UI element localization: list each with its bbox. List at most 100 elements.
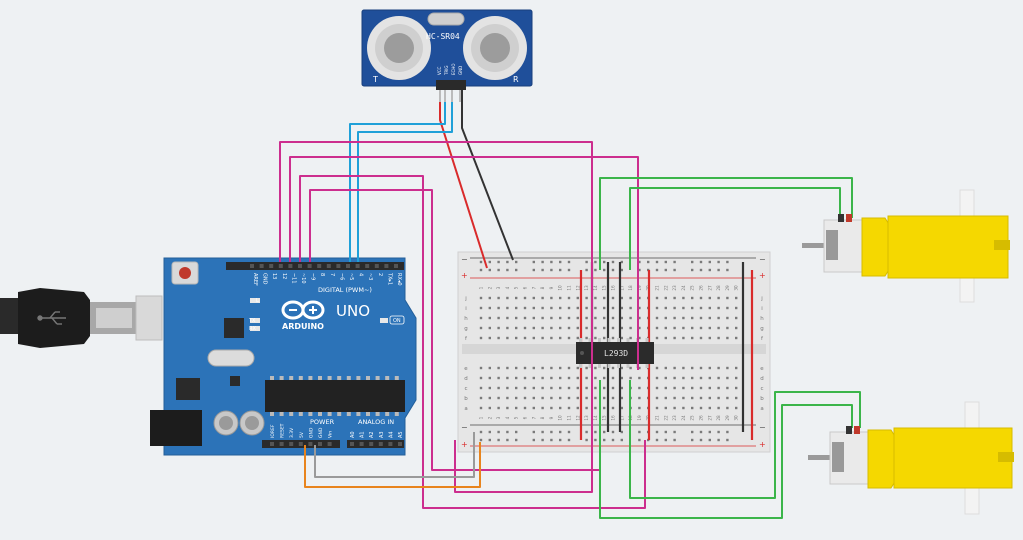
power-pin-label: RESET (280, 423, 286, 438)
wire-magenta-1 (279, 141, 593, 493)
row-letter-right: c (760, 386, 763, 392)
column-number: 25 (690, 285, 695, 291)
wire-green-4 (629, 380, 861, 499)
analog-pin-label: A5 (398, 431, 404, 438)
digital-header[interactable] (226, 262, 404, 270)
column-number: 7 (531, 416, 536, 419)
column-number: 27 (707, 415, 712, 421)
rail-minus-bottom-right: − (759, 423, 766, 432)
small-ic (224, 318, 244, 338)
row-letter-right: a (760, 406, 763, 412)
arduino-uno-board[interactable]: ARDUINO UNO DIGITAL (PWM~) POWER ANALOG … (150, 257, 417, 456)
column-number: 5 (514, 286, 519, 289)
transducer-left (367, 16, 431, 80)
rail-plus-bottom-right: + (759, 440, 766, 449)
wire-green-2 (629, 187, 841, 270)
column-number: 17 (619, 285, 624, 291)
digital-header-label: DIGITAL (PWM~) (318, 286, 372, 294)
row-letter-left: a (464, 406, 467, 412)
column-number: 4 (505, 416, 510, 419)
column-number: 27 (707, 285, 712, 291)
crystal (207, 349, 255, 367)
row-letter-left: f (465, 336, 468, 342)
column-number: 29 (725, 285, 730, 291)
wires[interactable] (279, 88, 861, 519)
column-number: 14 (593, 285, 598, 291)
row-letter-left: d (464, 376, 468, 382)
power-pin-label: Vin (328, 431, 334, 438)
rail-plus-top-left: + (461, 271, 468, 280)
voltage-regulator (176, 378, 200, 400)
column-number: 18 (628, 285, 633, 291)
power-pin-label: GND (318, 427, 324, 438)
row-letter-right: d (760, 376, 764, 382)
digital-pin-label: ~6 (338, 273, 344, 280)
column-number: 28 (716, 285, 721, 291)
arduino-logo (281, 300, 325, 320)
digital-pin-label: ~5 (348, 273, 354, 280)
digital-pin-label: 4 (358, 273, 364, 276)
power-pin-label: 5V (299, 431, 305, 438)
power-pin-label: 3.3V (289, 427, 295, 438)
usb-cable (0, 288, 163, 348)
analog-pin-label: A1 (360, 431, 366, 438)
column-number: 26 (699, 285, 704, 291)
column-number: 12 (575, 415, 580, 421)
analog-pin-label: A0 (350, 431, 356, 438)
column-number: 26 (699, 415, 704, 421)
column-number: 3 (496, 286, 501, 289)
column-number: 9 (549, 416, 554, 419)
power-pin-label: GND (308, 427, 314, 438)
digital-pin-label: ~11 (290, 273, 296, 284)
row-letter-right: e (760, 366, 764, 372)
column-number: 24 (681, 285, 686, 291)
dc-motor-1[interactable] (802, 189, 1010, 303)
column-number: 13 (584, 285, 589, 291)
wire-sensor-echo (357, 88, 453, 262)
row-letter-left: e (464, 366, 468, 372)
rail-plus-bottom-left: + (461, 440, 468, 449)
column-number: 11 (567, 415, 572, 421)
sensor-mark-r: R (513, 75, 519, 84)
arduino-model-label: UNO (336, 302, 370, 320)
dc-power-jack[interactable] (150, 410, 202, 446)
digital-pin-label: ~3 (367, 273, 373, 280)
l293d-chip[interactable]: L293D (576, 338, 654, 368)
analog-header-label: ANALOG IN (358, 418, 394, 426)
column-number: 29 (725, 415, 730, 421)
row-letter-left: g (464, 326, 468, 332)
column-number: 2 (487, 286, 492, 289)
column-number: 4 (505, 286, 510, 289)
led-label-tx: TX (248, 318, 256, 324)
analog-header[interactable] (347, 440, 404, 448)
digital-pin-label: TX▸1 (386, 272, 392, 285)
row-letter-left: i (465, 306, 467, 312)
row-letter-right: b (760, 396, 764, 402)
row-letter-left: h (464, 316, 468, 322)
column-number: 17 (619, 415, 624, 421)
column-number: 21 (655, 285, 660, 291)
row-letter-left: j (464, 296, 467, 302)
on-led-label: ON (393, 318, 401, 324)
column-number: 11 (567, 285, 572, 291)
digital-pin-label: GND (262, 273, 268, 285)
wire-green-3 (599, 380, 853, 519)
column-number: 19 (637, 415, 642, 421)
column-number: 14 (593, 415, 598, 421)
column-number: 9 (549, 286, 554, 289)
analog-pin-label: A2 (369, 431, 375, 438)
breadboard-jumpers[interactable] (579, 262, 754, 440)
column-number: 8 (540, 416, 545, 419)
wire-sensor-trig (349, 88, 446, 262)
row-letter-right: h (760, 316, 764, 322)
row-letter-right: g (760, 326, 764, 332)
column-number: 3 (496, 416, 501, 419)
sensor-pin-label: ECHO (451, 64, 456, 75)
power-header-label: POWER (310, 418, 335, 426)
digital-pin-label: RX◂0 (396, 273, 402, 286)
column-number: 13 (584, 415, 589, 421)
column-number: 22 (663, 285, 668, 291)
dc-motor-2[interactable] (808, 401, 1014, 515)
